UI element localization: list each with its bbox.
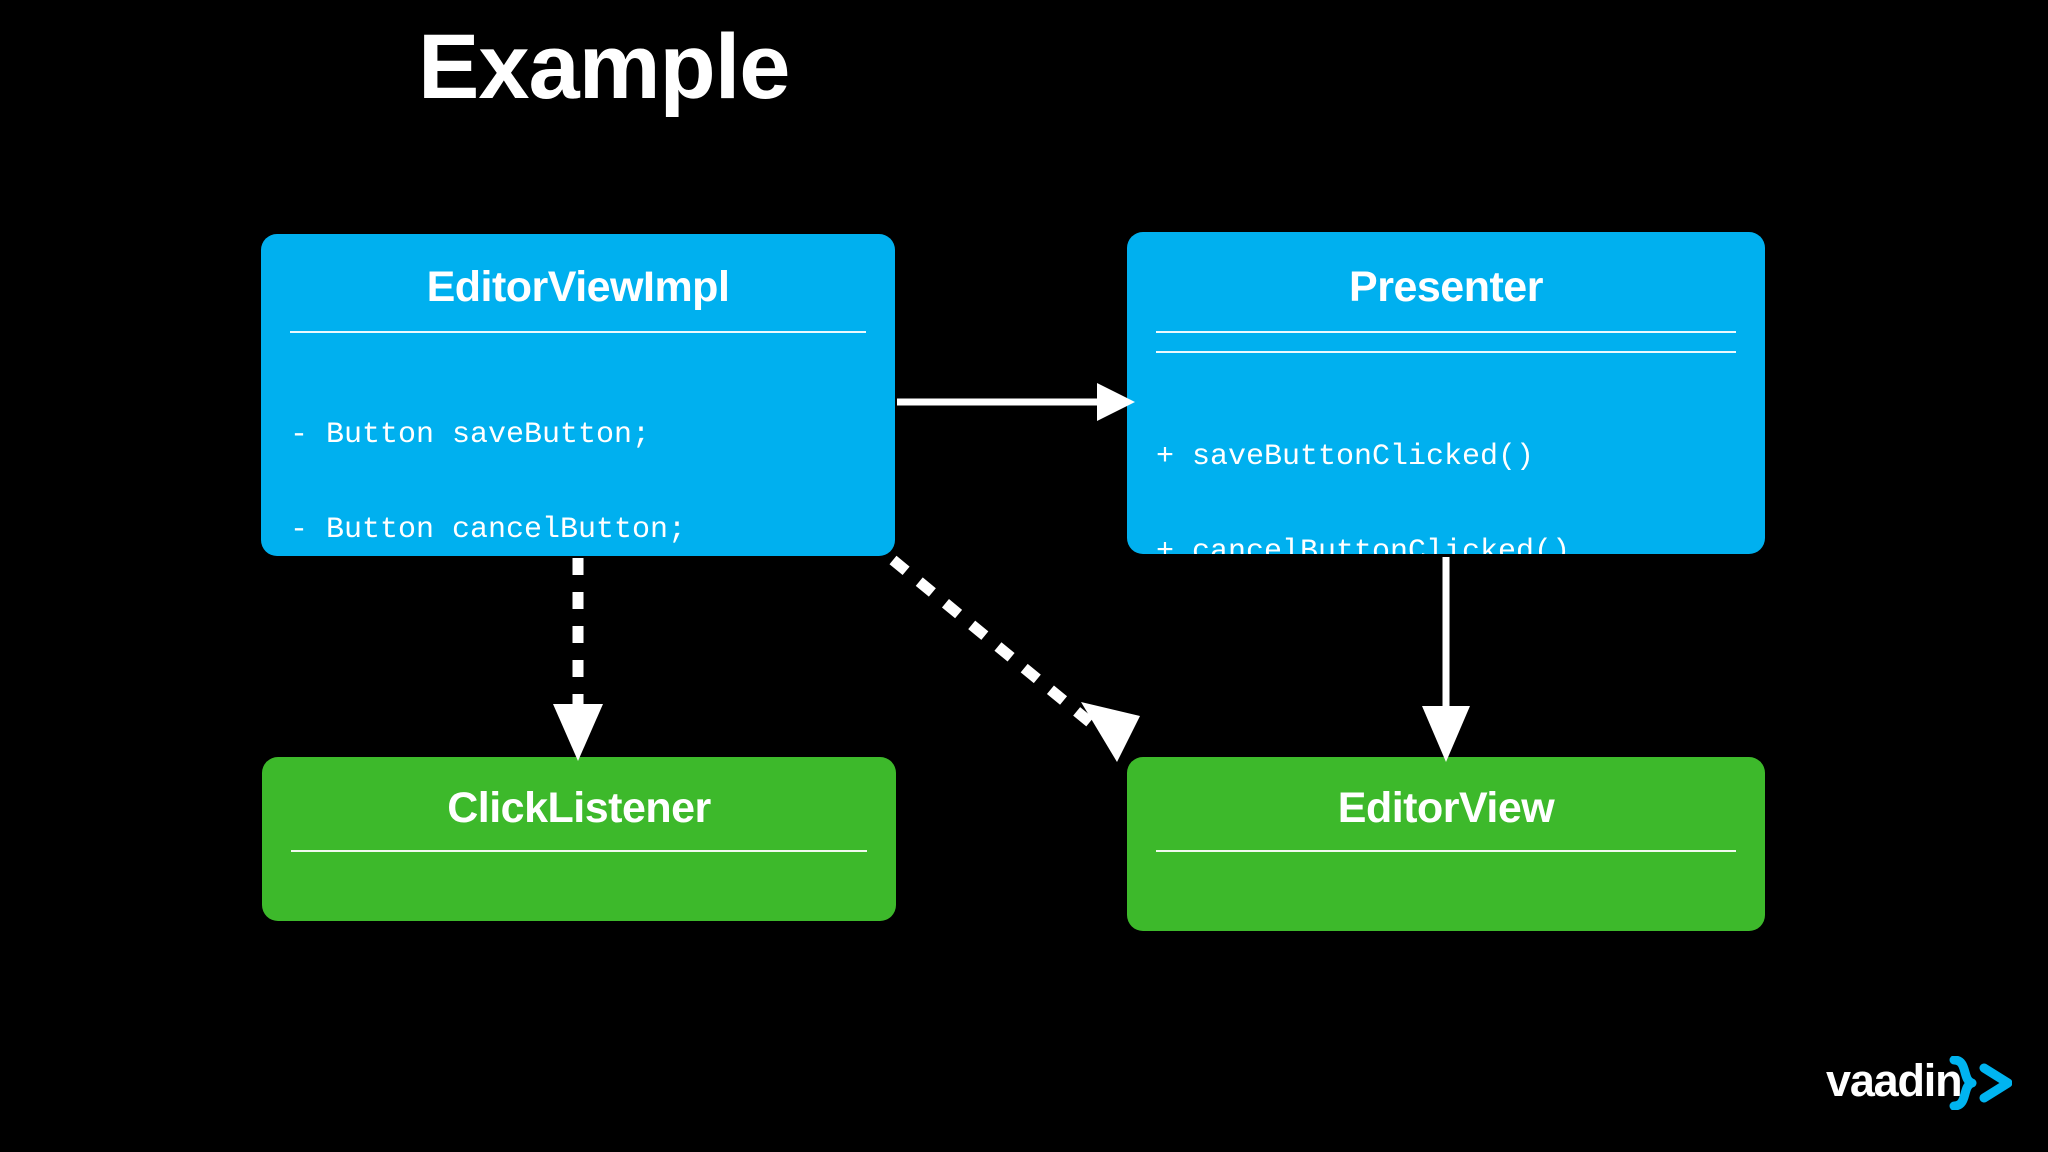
attribute-item: - Button saveButton; [290, 418, 651, 452]
operation-list: + buttonClicked() [291, 874, 896, 921]
attribute-item: - Button cancelButton; [290, 512, 687, 547]
compartment-divider [290, 331, 866, 333]
connector-impl-to-editorview [889, 555, 1140, 762]
operation-list: + saveButtonClicked() + cancelButtonClic… [1156, 379, 1765, 554]
operation-item: + cancelButtonClicked() [1156, 534, 1571, 554]
vaadin-brackets-icon [1949, 1056, 2012, 1110]
compartment-divider [1156, 351, 1736, 353]
compartment-divider [1156, 850, 1736, 852]
class-box-presenter[interactable]: Presenter + saveButtonClicked() + cancel… [1127, 232, 1765, 554]
connector-impl-to-presenter [897, 383, 1135, 421]
class-title: Presenter [1349, 263, 1543, 311]
arrowhead-icon [553, 704, 603, 761]
class-title: ClickListener [447, 784, 711, 832]
connector-impl-to-clicklistener [553, 558, 603, 761]
class-box-clicklistener[interactable]: ClickListener + buttonClicked() [262, 757, 896, 921]
arrowhead-icon [1097, 383, 1135, 421]
operation-item: + saveButtonClicked() [1156, 440, 1535, 474]
vaadin-logo: vaadin [1826, 1053, 2012, 1115]
class-box-editorview[interactable]: EditorView + commitChanges() + discardCh… [1127, 757, 1765, 931]
compartment-divider [1156, 331, 1736, 333]
arrowhead-icon [1422, 706, 1470, 762]
arrowhead-icon [1081, 702, 1140, 762]
operation-list: + commitChanges() + discardChanges() [1156, 870, 1765, 931]
class-title: EditorViewImpl [426, 263, 730, 311]
class-title: EditorView [1337, 784, 1555, 832]
vaadin-wordmark: vaadin [1826, 1055, 1963, 1106]
page-title: Example [418, 16, 790, 118]
compartment-divider [291, 850, 867, 852]
connector-line [889, 555, 1096, 729]
connector-presenter-to-editorview [1422, 557, 1470, 762]
attribute-list: - Button saveButton; - Button cancelButt… [290, 357, 895, 556]
class-box-editorviewimpl[interactable]: EditorViewImpl - Button saveButton; - Bu… [261, 234, 895, 556]
